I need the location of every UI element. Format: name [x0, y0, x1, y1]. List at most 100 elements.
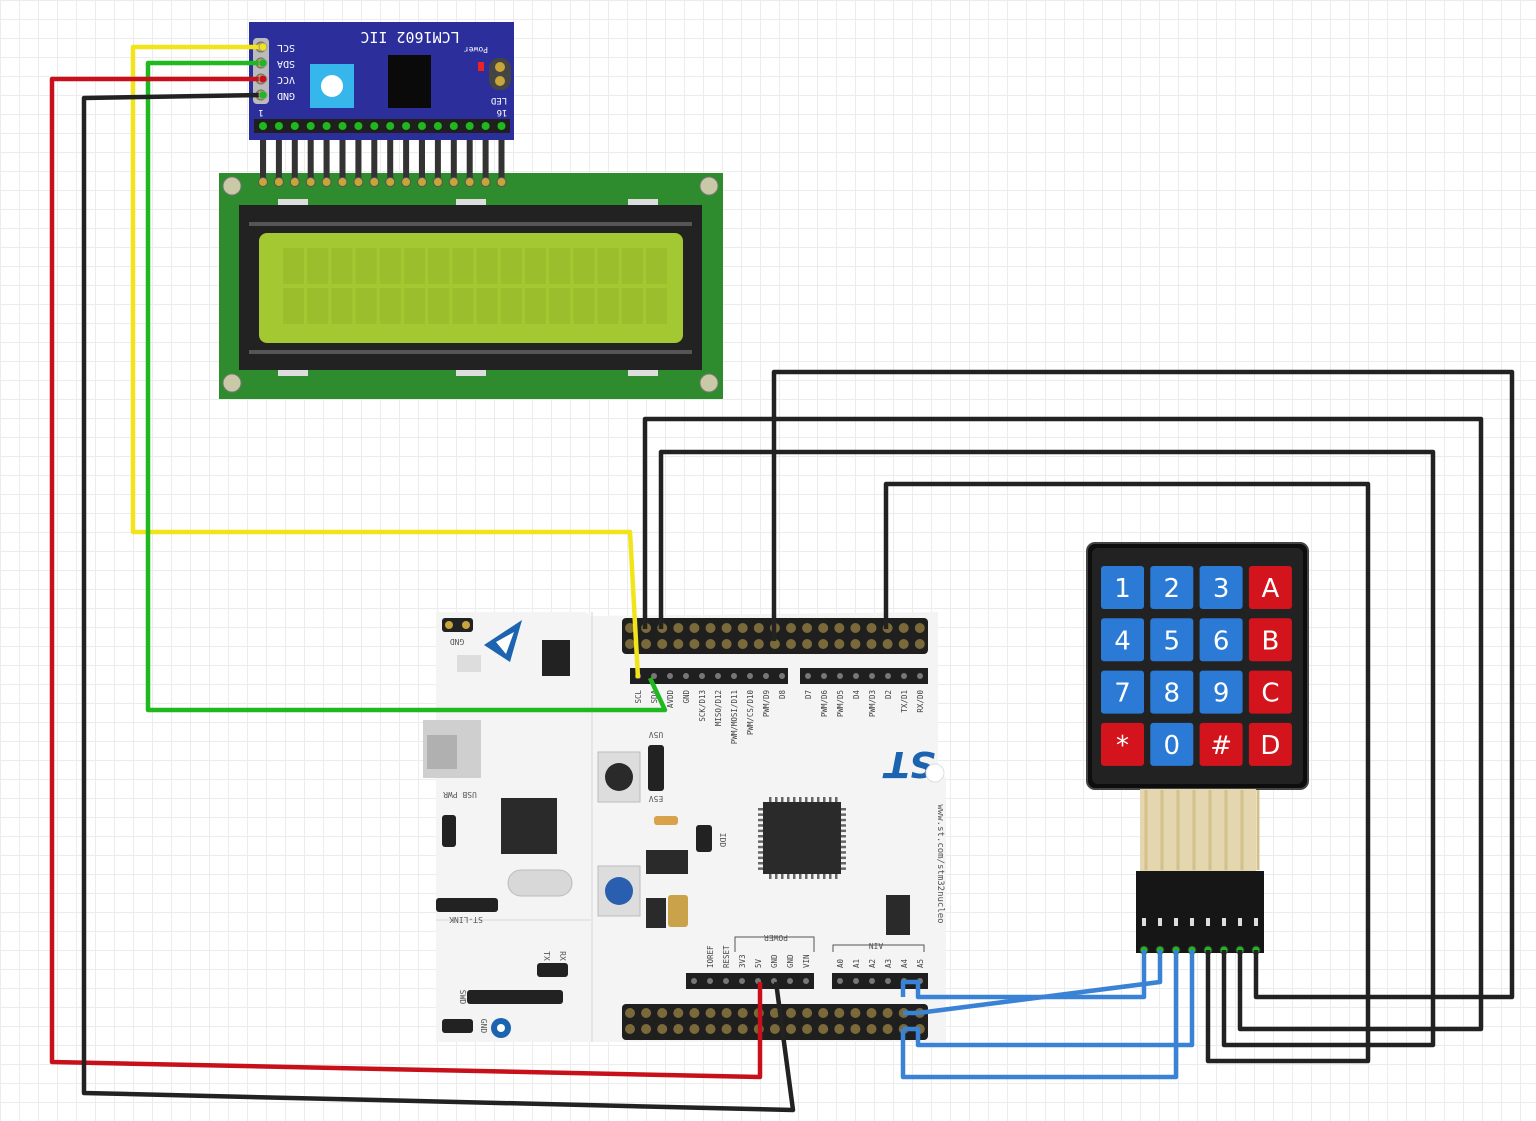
- mcu-leg: [823, 797, 826, 802]
- mcu-leg: [775, 874, 778, 879]
- wire-keypad-row2[interactable]: [642, 416, 1484, 1032]
- morpho-pin: [786, 1024, 796, 1034]
- key-4[interactable]: 4: [1101, 618, 1144, 662]
- idd-jumper[interactable]: [696, 825, 712, 852]
- mcu-leg: [758, 856, 763, 860]
- gnd-pins-bottom[interactable]: [442, 1019, 473, 1033]
- wire-scl-yellow[interactable]: [130, 44, 641, 679]
- gnd2-label: GND: [479, 1019, 488, 1034]
- i2c-backpack-module[interactable]: LCM1602 IIC Power LED 16 1 SCL SDA VCC G…: [249, 22, 514, 140]
- txrx-pins[interactable]: [537, 963, 568, 977]
- arduino-pin: [739, 978, 745, 984]
- morpho-pin: [721, 1008, 732, 1018]
- wire-gnd-black[interactable]: [81, 92, 796, 1113]
- wire-keypad-row4[interactable]: [883, 481, 1371, 1064]
- wire-keypad-col3[interactable]: [903, 950, 1195, 1048]
- key-label: A: [1262, 574, 1280, 604]
- jumper-pin: [495, 76, 505, 86]
- mcu-leg: [805, 797, 808, 802]
- key-label: 1: [1114, 574, 1131, 604]
- morpho-pin: [882, 1008, 893, 1018]
- lcd-cell: [404, 288, 425, 324]
- key-8[interactable]: 8: [1150, 670, 1194, 714]
- e5v-label: E5V: [649, 794, 664, 803]
- mcu-leg: [793, 797, 796, 802]
- header-pin-label: GND: [682, 690, 691, 704]
- lcd-mount-hole: [222, 373, 242, 393]
- key-C[interactable]: C: [1248, 670, 1292, 714]
- header-pin-label: PWM/D3: [868, 690, 877, 717]
- key-2[interactable]: 2: [1150, 566, 1194, 609]
- key-D[interactable]: D: [1248, 722, 1292, 766]
- morpho-pin: [657, 639, 668, 649]
- mcu-leg: [841, 835, 846, 838]
- mcu-leg: [781, 797, 784, 802]
- lcd-cell: [428, 288, 450, 324]
- lcd-pin-head: [273, 177, 284, 187]
- swd-pins[interactable]: [467, 990, 563, 1004]
- power-bracket: [734, 936, 815, 952]
- key-*[interactable]: *: [1101, 722, 1144, 766]
- header-pin-label: PWM/CS/D10: [746, 690, 755, 736]
- wire-vcc-red[interactable]: [49, 76, 763, 1080]
- led: [457, 655, 481, 672]
- arduino-pin: [869, 673, 875, 679]
- key-#[interactable]: #: [1199, 722, 1243, 766]
- power-jumper[interactable]: [648, 745, 664, 791]
- st-triangle-inner: [496, 632, 514, 654]
- key-6[interactable]: 6: [1199, 618, 1243, 662]
- key-5[interactable]: 5: [1150, 618, 1194, 662]
- lcd-tab: [456, 199, 486, 205]
- lcd-cell: [476, 288, 498, 324]
- lcd-cell: [500, 248, 522, 284]
- wire-keypad-col4[interactable]: [900, 950, 1179, 1080]
- key-1[interactable]: 1: [1101, 566, 1144, 609]
- morpho-pin: [625, 1024, 635, 1034]
- arduino-pin: [885, 673, 891, 679]
- arduino-header-d0-d7[interactable]: [800, 668, 928, 684]
- wire-keypad-col1[interactable]: [900, 950, 1147, 1000]
- jumper-pins[interactable]: [442, 815, 456, 847]
- mcu-leg: [758, 862, 763, 865]
- arduino-header-d8-d15[interactable]: [630, 668, 788, 684]
- stlink-pins[interactable]: [436, 898, 498, 912]
- power-header[interactable]: [686, 973, 814, 989]
- key-0[interactable]: 0: [1150, 722, 1194, 766]
- connector-slot: [1238, 918, 1242, 926]
- key-face: [1248, 618, 1292, 662]
- i2c-pin: [497, 122, 506, 130]
- wire-keypad-col2[interactable]: [903, 950, 1163, 1016]
- key-A[interactable]: A: [1248, 566, 1292, 609]
- morpho-pin: [641, 1008, 652, 1018]
- key-face: [1248, 566, 1292, 609]
- wire-keypad-row3[interactable]: [658, 449, 1436, 1048]
- i2c-pin: [402, 122, 411, 130]
- wire-endpoint: [258, 58, 268, 68]
- header-pin-label: D8: [778, 690, 787, 700]
- component-black: [886, 895, 910, 935]
- morpho-pin: [625, 1008, 635, 1018]
- wire-sda-green[interactable]: [145, 60, 668, 713]
- lcd-display[interactable]: [219, 173, 723, 399]
- led-jumper[interactable]: [489, 58, 511, 90]
- arduino-pin: [723, 978, 729, 984]
- header-pin-label: MISO/D12: [714, 690, 723, 726]
- key-3[interactable]: 3: [1199, 566, 1243, 609]
- connector-slot: [1158, 918, 1162, 926]
- lcd-cell: [379, 248, 401, 284]
- lcd-header-pins: [258, 122, 507, 187]
- key-7[interactable]: 7: [1101, 670, 1144, 714]
- nucleo-board[interactable]: GND USB PWR ST-LINK U5V E5V IDD: [423, 612, 946, 1042]
- key-label: 7: [1114, 679, 1131, 709]
- key-face: [1101, 722, 1144, 766]
- morpho-pin: [834, 1008, 845, 1018]
- key-B[interactable]: B: [1248, 618, 1292, 662]
- lcd-tab: [456, 370, 486, 376]
- key-9[interactable]: 9: [1199, 670, 1243, 714]
- i2c-pin: [306, 122, 315, 130]
- lcd-tab: [278, 370, 308, 376]
- keypad-connector[interactable]: [1136, 871, 1264, 953]
